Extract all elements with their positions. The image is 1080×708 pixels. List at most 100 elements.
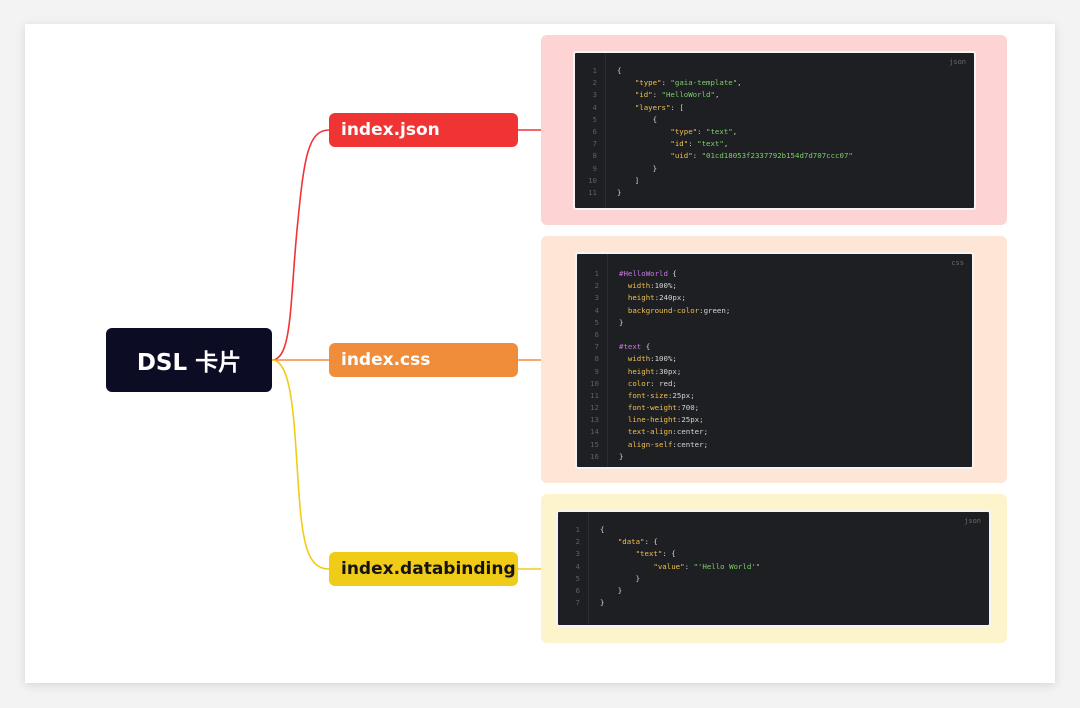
code-text: font-size:25px; bbox=[627, 390, 695, 400]
code-line: 6 } bbox=[558, 585, 989, 597]
code-line: 3 height:240px; bbox=[577, 292, 972, 304]
line-number: 9 bbox=[592, 163, 597, 173]
connector-root-databinding bbox=[271, 359, 330, 570]
code-text: line-height:25px; bbox=[627, 415, 704, 425]
code-text: align-self:center; bbox=[627, 439, 709, 449]
line-number: 16 bbox=[590, 451, 599, 461]
line-number: 10 bbox=[588, 175, 597, 185]
line-number: 11 bbox=[588, 187, 597, 197]
line-number: 3 bbox=[592, 90, 597, 100]
line-gutter bbox=[558, 512, 589, 625]
code-line: 11} bbox=[575, 187, 974, 199]
code-line: 1#HelloWorld { bbox=[577, 268, 972, 280]
line-number: 1 bbox=[592, 66, 597, 75]
code-line: 4 "value": "'Hello World'" bbox=[558, 561, 989, 573]
line-number: 1 bbox=[575, 525, 580, 534]
code-text: background-color:green; bbox=[627, 305, 731, 315]
code-text: width:100%; bbox=[627, 354, 677, 364]
line-number: 7 bbox=[594, 342, 599, 352]
code-text: } bbox=[617, 187, 622, 197]
line-gutter bbox=[575, 53, 606, 208]
code-text: "uid": "01cd18053f2337792b154d7d707ccc07… bbox=[670, 151, 853, 161]
root-node[interactable]: DSL 卡片 bbox=[106, 328, 272, 392]
code-line: 14 text-align:center; bbox=[577, 426, 972, 438]
line-number: 14 bbox=[590, 427, 599, 437]
code-text: { bbox=[600, 525, 605, 534]
line-number: 8 bbox=[594, 354, 599, 364]
line-number: 3 bbox=[594, 293, 599, 303]
code-text: #text { bbox=[619, 342, 651, 352]
code-text: "layers": [ bbox=[634, 102, 684, 112]
line-number: 2 bbox=[594, 281, 599, 291]
code-text: } bbox=[617, 163, 658, 173]
line-number: 8 bbox=[592, 151, 597, 161]
line-number: 6 bbox=[592, 126, 597, 136]
branch-index-databinding[interactable]: index.databinding bbox=[329, 552, 518, 586]
code-line: 5} bbox=[577, 317, 972, 329]
line-number: 12 bbox=[590, 403, 599, 413]
code-line: 9 } bbox=[575, 163, 974, 175]
line-number: 7 bbox=[592, 139, 597, 149]
code-text: font-weight:700; bbox=[627, 403, 700, 413]
databinding-code-block: json 1{2 "data": {3 "text": {4 "value": … bbox=[556, 510, 991, 627]
code-text: height:30px; bbox=[627, 366, 682, 376]
code-line: 3 "id": "HelloWorld", bbox=[575, 89, 974, 101]
code-line: 11 font-size:25px; bbox=[577, 390, 972, 402]
code-line: 15 align-self:center; bbox=[577, 439, 972, 451]
code-line: 8 width:100%; bbox=[577, 353, 972, 365]
json-code-block: json 1 {2 "type": "gaia-template",3 "id":… bbox=[573, 51, 976, 210]
code-text: height:240px; bbox=[627, 293, 686, 303]
line-number: 5 bbox=[575, 573, 580, 583]
code-lines: 1 {2 "type": "gaia-template",3 "id": "Hel… bbox=[575, 65, 974, 199]
code-line: 10 ] bbox=[575, 175, 974, 187]
code-line: 9 height:30px; bbox=[577, 366, 972, 378]
code-line: 3 "text": { bbox=[558, 548, 989, 560]
code-line: 16} bbox=[577, 451, 972, 463]
code-line: 2 width:100%; bbox=[577, 280, 972, 292]
line-number: 5 bbox=[594, 317, 599, 327]
code-line: 7 "id": "text", bbox=[575, 138, 974, 150]
connector-root-json bbox=[271, 129, 330, 361]
code-text: "id": "HelloWorld", bbox=[634, 90, 720, 100]
code-text: "text": { bbox=[635, 549, 676, 559]
branch-index-json[interactable]: index.json bbox=[329, 113, 518, 147]
line-number: 2 bbox=[575, 537, 580, 547]
code-line: 8 "uid": "01cd18053f2337792b154d7d707ccc… bbox=[575, 150, 974, 162]
code-line: 2 "data": { bbox=[558, 536, 989, 548]
code-lines: 1{2 "data": {3 "text": {4 "value": "'Hel… bbox=[558, 524, 989, 609]
code-text: } bbox=[619, 317, 624, 327]
line-gutter bbox=[577, 254, 608, 467]
css-code-block: css 1#HelloWorld {2 width:100%;3 height:… bbox=[575, 252, 974, 469]
line-number: 13 bbox=[590, 415, 599, 425]
code-text: } bbox=[600, 573, 641, 583]
code-text: } bbox=[600, 598, 605, 608]
code-line: 5 { bbox=[575, 114, 974, 126]
code-line: 7} bbox=[558, 597, 989, 609]
language-label: json bbox=[949, 58, 966, 66]
line-number: 5 bbox=[592, 114, 597, 124]
line-number: 9 bbox=[594, 366, 599, 376]
line-number: 15 bbox=[590, 439, 599, 449]
line-number: 4 bbox=[575, 561, 580, 571]
code-text: color: red; bbox=[627, 378, 677, 388]
code-line: 1{ bbox=[558, 524, 989, 536]
line-number: 4 bbox=[592, 102, 597, 112]
branch-index-css[interactable]: index.css bbox=[329, 343, 518, 377]
line-number: 7 bbox=[575, 598, 580, 608]
code-text: { bbox=[617, 66, 622, 75]
code-line: 5 } bbox=[558, 573, 989, 585]
line-number: 1 bbox=[594, 269, 599, 278]
language-label: css bbox=[951, 259, 964, 267]
code-text: text-align:center; bbox=[627, 427, 709, 437]
code-text: { bbox=[617, 114, 658, 124]
code-line: 10 color: red; bbox=[577, 378, 972, 390]
code-line: 13 line-height:25px; bbox=[577, 414, 972, 426]
code-line: 6 bbox=[577, 329, 972, 341]
code-line: 2 "type": "gaia-template", bbox=[575, 77, 974, 89]
code-text: width:100%; bbox=[627, 281, 677, 291]
code-text: "data": { bbox=[617, 537, 658, 547]
line-number: 11 bbox=[590, 390, 599, 400]
code-text: } bbox=[600, 585, 623, 595]
code-line: 12 font-weight:700; bbox=[577, 402, 972, 414]
